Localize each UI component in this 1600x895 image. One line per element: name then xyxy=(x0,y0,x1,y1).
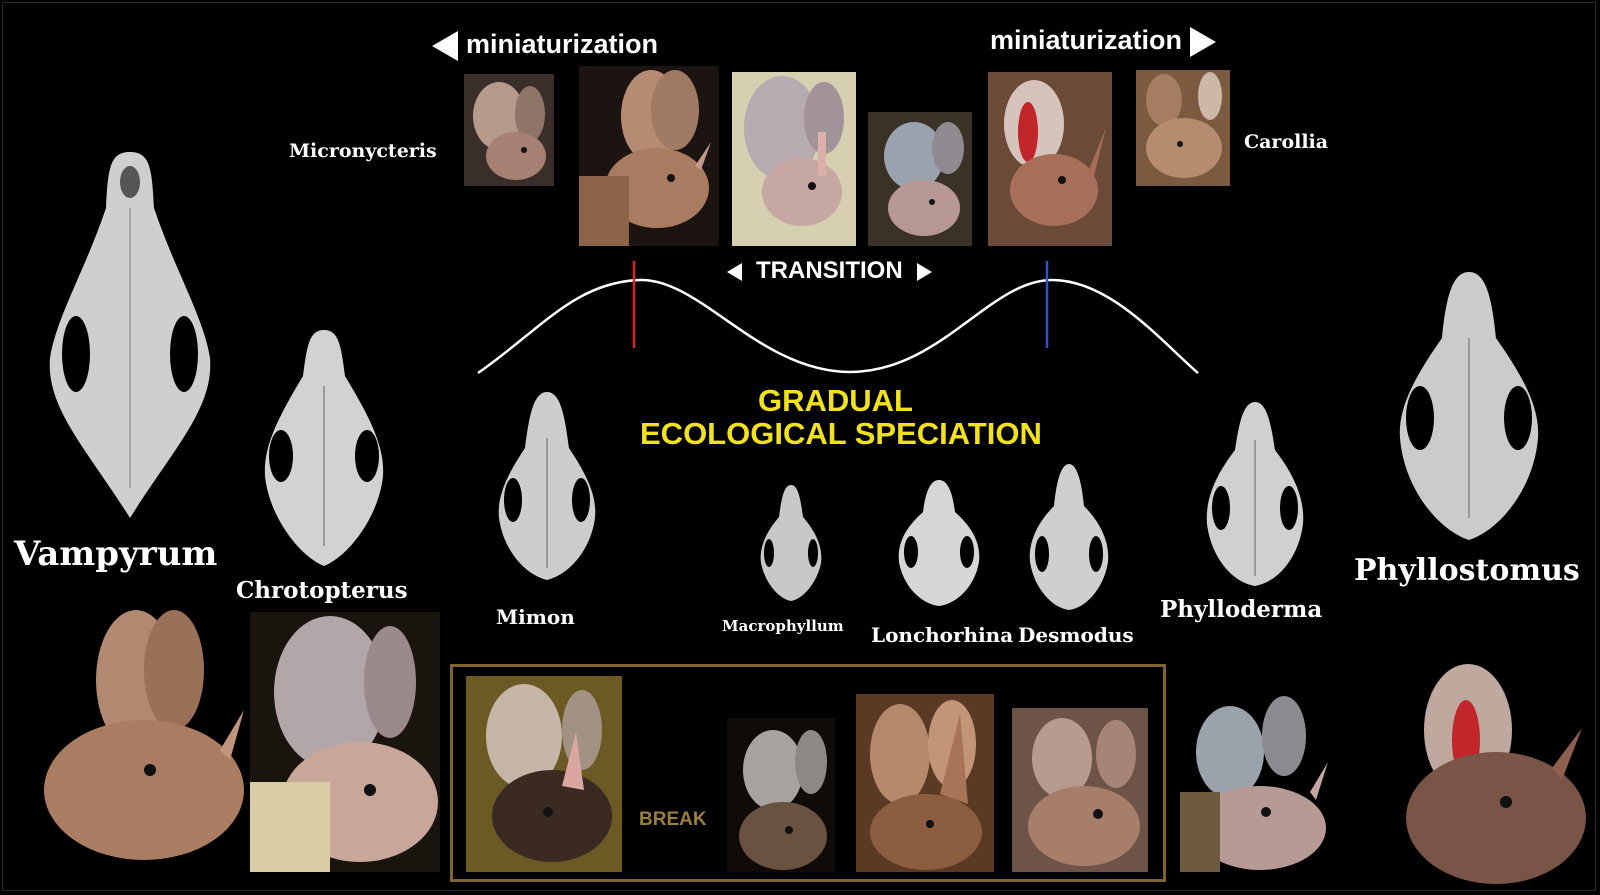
bat-photo-top-2 xyxy=(579,66,719,246)
break-box xyxy=(450,664,1166,882)
miniaturization-left-arrow: miniaturization xyxy=(432,31,658,61)
arrow-right-icon xyxy=(916,262,932,281)
bat-photo-top-3 xyxy=(732,72,856,246)
label-carollia: Carollia xyxy=(1244,131,1329,153)
miniaturization-right-arrow: miniaturization xyxy=(990,25,1217,57)
skull-macrophyllum xyxy=(757,483,825,603)
bat-photo-phyllostomus xyxy=(1376,648,1586,884)
bat-photo-vampyrum xyxy=(24,600,248,870)
label-lonchorhina: Lonchorhina xyxy=(871,623,1014,647)
label-micronycteris: Micronycteris xyxy=(289,140,437,162)
bat-photo-break-2 xyxy=(727,718,835,872)
label-macrophyllum: Macrophyllum xyxy=(722,617,844,635)
label-mimon: Mimon xyxy=(496,605,575,629)
skull-vampyrum xyxy=(46,148,214,520)
arrow-left-icon xyxy=(432,31,458,61)
bat-photo-micronycteris xyxy=(464,74,554,186)
miniaturization-left-label: miniaturization xyxy=(466,29,659,60)
transition-label: TRANSITION xyxy=(756,257,903,284)
skull-lonchorhina xyxy=(895,478,983,608)
bat-photo-top-5 xyxy=(988,72,1112,246)
label-phyllostomus: Phyllostomus xyxy=(1354,553,1580,588)
skull-chrotopterus xyxy=(259,326,389,570)
bat-photo-top-4 xyxy=(868,112,972,246)
headline-speciation: ECOLOGICAL SPECIATION xyxy=(640,416,1042,451)
skull-desmodus xyxy=(1024,462,1114,612)
bat-photo-break-4 xyxy=(1012,708,1148,872)
label-desmodus: Desmodus xyxy=(1018,623,1134,647)
label-chrotopterus: Chrotopterus xyxy=(236,577,408,604)
skull-phylloderma xyxy=(1201,400,1309,588)
headline-gradual: GRADUAL xyxy=(758,383,913,418)
arrow-left-icon xyxy=(727,262,742,281)
label-vampyrum: Vampyrum xyxy=(14,534,218,574)
bat-photo-carollia xyxy=(1136,70,1230,186)
skull-phyllostomus xyxy=(1394,268,1544,544)
break-label: BREAK xyxy=(639,809,707,830)
arrow-right-icon xyxy=(1190,27,1217,57)
label-phylloderma: Phylloderma xyxy=(1160,596,1323,623)
transition-arrow: TRANSITION xyxy=(727,259,932,283)
bat-photo-break-3 xyxy=(856,694,994,872)
skull-mimon xyxy=(493,388,601,584)
bat-photo-break-1 xyxy=(466,676,622,872)
miniaturization-right-label: miniaturization xyxy=(990,25,1183,56)
bat-photo-phylloderma xyxy=(1180,682,1330,872)
bat-photo-chrotopterus xyxy=(250,612,440,872)
